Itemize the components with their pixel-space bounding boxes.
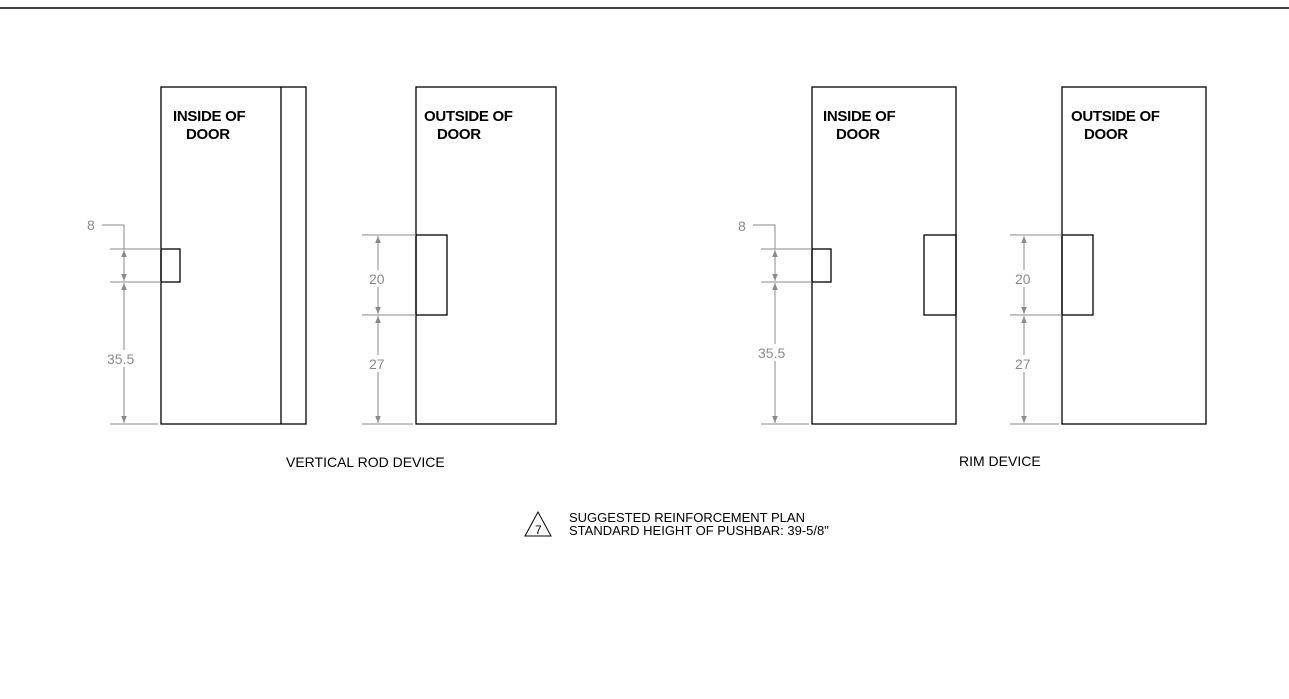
note-line1: SUGGESTED REINFORCEMENT PLAN [569, 510, 805, 525]
vr-inside-dim-8-label: 8 [87, 217, 95, 233]
rim-inside-reinforcement-right [923, 234, 957, 316]
revision-triangle-icon [524, 510, 552, 537]
note-line2: STANDARD HEIGHT OF PUSHBAR: 39-5/8" [569, 523, 829, 538]
vr-outside-dim-27-mask [368, 355, 388, 372]
vr-inside-label-line2: DOOR [186, 126, 230, 143]
rim-outside-view: OUTSIDE OF DOOR 20 27 [1010, 86, 1207, 425]
rim-caption: RIM DEVICE [959, 453, 1041, 469]
rim-inside-dim-8-label: 8 [738, 218, 746, 234]
vr-inside-reinforcement [160, 248, 181, 283]
vr-outside-reinforcement [415, 234, 448, 316]
vr-inside-label-line1: INSIDE OF [173, 108, 245, 125]
rim-outside-dim-27-label: 27 [1015, 356, 1031, 372]
vr-inside-dim-35-mask [105, 350, 141, 367]
rim-outside-label-line2: DOOR [1084, 126, 1128, 143]
rim-outside-reinforcement [1061, 234, 1094, 316]
rim-inside-door [811, 86, 957, 425]
vr-inside-door [160, 86, 307, 425]
revision-triangle-number: 7 [535, 523, 542, 537]
vr-outside-label-line1: OUTSIDE OF [424, 108, 513, 125]
vr-outside-dim-20-label: 20 [369, 271, 385, 287]
rim-outside-dim-20-mask [1014, 270, 1034, 287]
rim-inside-dim-35-label: 35.5 [758, 345, 785, 361]
rim-inside-label-line2: DOOR [836, 126, 880, 143]
vr-outside-dim-20-mask [368, 270, 388, 287]
rim-inside-label-line1: INSIDE OF [823, 108, 895, 125]
rim-inside-reinforcement-left [811, 248, 832, 283]
revision-note: 7 SUGGESTED REINFORCEMENT PLAN STANDARD … [524, 510, 829, 538]
vr-outside-dim-27-label: 27 [369, 356, 385, 372]
rim-outside-dim-20-label: 20 [1015, 271, 1031, 287]
vertical-rod-inside-view: INSIDE OF DOOR 8 35.5 [87, 86, 307, 425]
vertical-rod-outside-view: OUTSIDE OF DOOR 20 27 [362, 86, 557, 425]
rim-outside-dim-27-mask [1014, 355, 1034, 372]
vr-inside-dim-35-label: 35.5 [107, 351, 134, 367]
rim-inside-view: INSIDE OF DOOR 8 35.5 [738, 86, 957, 425]
rim-inside-dim-35-mask [756, 344, 792, 361]
vr-inside-leader-8 [102, 224, 125, 249]
rim-outside-label-line1: OUTSIDE OF [1071, 108, 1160, 125]
vertical-rod-caption: VERTICAL ROD DEVICE [286, 454, 445, 470]
vr-outside-label-line2: DOOR [437, 126, 481, 143]
rim-inside-leader-8 [753, 224, 776, 249]
